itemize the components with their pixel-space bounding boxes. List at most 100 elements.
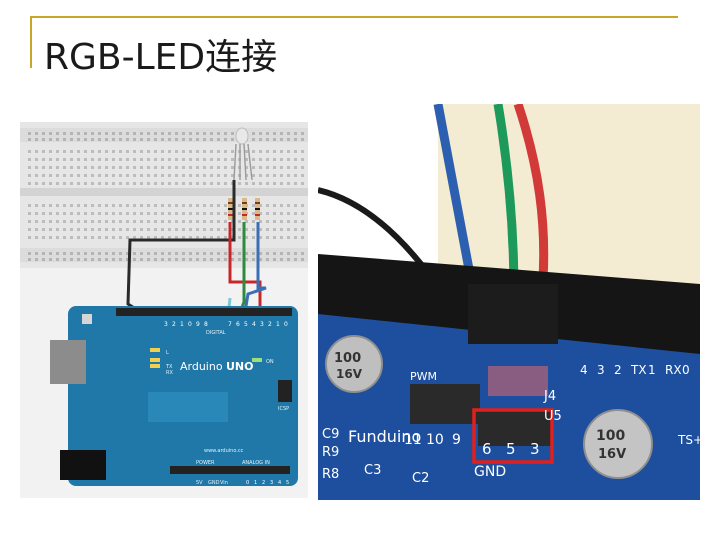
breadboard-hole [77,220,80,223]
breadboard-hole [203,236,206,239]
breadboard-hole [84,228,87,231]
breadboard-hole [42,252,45,255]
breadboard-hole [189,258,192,261]
breadboard-hole [273,158,276,161]
breadboard-hole [126,258,129,261]
breadboard-hole [112,252,115,255]
breadboard-hole [224,228,227,231]
breadboard-hole [259,220,262,223]
digital-pin-number: 3 [164,321,168,328]
digital-pin-number: 6 [236,321,240,328]
breadboard-hole [105,236,108,239]
breadboard-hole [49,228,52,231]
breadboard-hole [196,220,199,223]
pwm-label: PWM [410,370,437,383]
breadboard-hole [259,212,262,215]
breadboard-hole [280,158,283,161]
breadboard-hole [224,258,227,261]
led-leg [233,143,237,181]
breadboard-hole [105,150,108,153]
breadboard-hole [91,132,94,135]
breadboard-hole [105,258,108,261]
power-jack [60,450,106,480]
breadboard-hole [133,174,136,177]
breadboard-hole [126,138,129,141]
breadboard-hole [252,252,255,255]
breadboard-hole [77,132,80,135]
breadboard-hole [161,252,164,255]
breadboard-channel [20,188,308,196]
breadboard-hole [126,174,129,177]
cap-left-value: 100 [334,351,361,366]
breadboard-hole [56,132,59,135]
breadboard-hole [280,150,283,153]
breadboard-hole [49,150,52,153]
breadboard-hole [56,252,59,255]
breadboard-hole [217,174,220,177]
breadboard-hole [182,212,185,215]
breadboard-hole [140,166,143,169]
breadboard-hole [154,204,157,207]
breadboard-hole [259,182,262,185]
breadboard-hole [245,174,248,177]
breadboard-hole [175,174,178,177]
breadboard-hole [168,166,171,169]
breadboard-hole [217,252,220,255]
breadboard-hole [182,132,185,135]
breadboard-hole [168,158,171,161]
breadboard-hole [175,228,178,231]
breadboard-hole [77,258,80,261]
breadboard-hole [203,258,206,261]
breadboard-hole [98,212,101,215]
breadboard-hole [217,204,220,207]
header-pin-label: 1 [648,363,656,377]
breadboard-hole [196,158,199,161]
breadboard-hole [63,204,66,207]
breadboard-hole [210,236,213,239]
breadboard-hole [112,158,115,161]
breadboard-hole [77,204,80,207]
breadboard-hole [224,158,227,161]
breadboard-hole [182,204,185,207]
breadboard-hole [126,212,129,215]
breadboard-hole [175,220,178,223]
uno-logo-text: UNO [226,360,254,373]
breadboard-hole [238,220,241,223]
breadboard-hole [287,132,290,135]
breadboard-hole [119,212,122,215]
breadboard-hole [147,228,150,231]
u5-label: U5 [544,409,562,424]
breadboard-hole [140,252,143,255]
pin-label-6: 6 [482,440,492,458]
cap-right-voltage: 16V [598,447,626,462]
breadboard-hole [301,204,304,207]
breadboard-hole [105,252,108,255]
breadboard-hole [147,212,150,215]
breadboard-hole [84,258,87,261]
breadboard-hole [280,212,283,215]
gnd-label: GND [474,464,506,480]
breadboard-hole [161,174,164,177]
breadboard-hole [189,158,192,161]
breadboard-hole [252,166,255,169]
breadboard-hole [266,212,269,215]
breadboard-hole [161,228,164,231]
breadboard-hole [182,220,185,223]
breadboard-hole [280,258,283,261]
breadboard-hole [161,166,164,169]
breadboard-hole [196,166,199,169]
breadboard-hole [63,212,66,215]
breadboard-hole [49,220,52,223]
cap-right-value: 100 [596,428,625,444]
breadboard-hole [84,138,87,141]
breadboard-hole [161,212,164,215]
breadboard-hole [35,174,38,177]
breadboard-hole [273,236,276,239]
breadboard-hole [175,258,178,261]
breadboard-hole [294,220,297,223]
breadboard-hole [119,252,122,255]
breadboard-hole [63,174,66,177]
breadboard-hole [140,150,143,153]
breadboard-hole [203,228,206,231]
breadboard-hole [266,166,269,169]
